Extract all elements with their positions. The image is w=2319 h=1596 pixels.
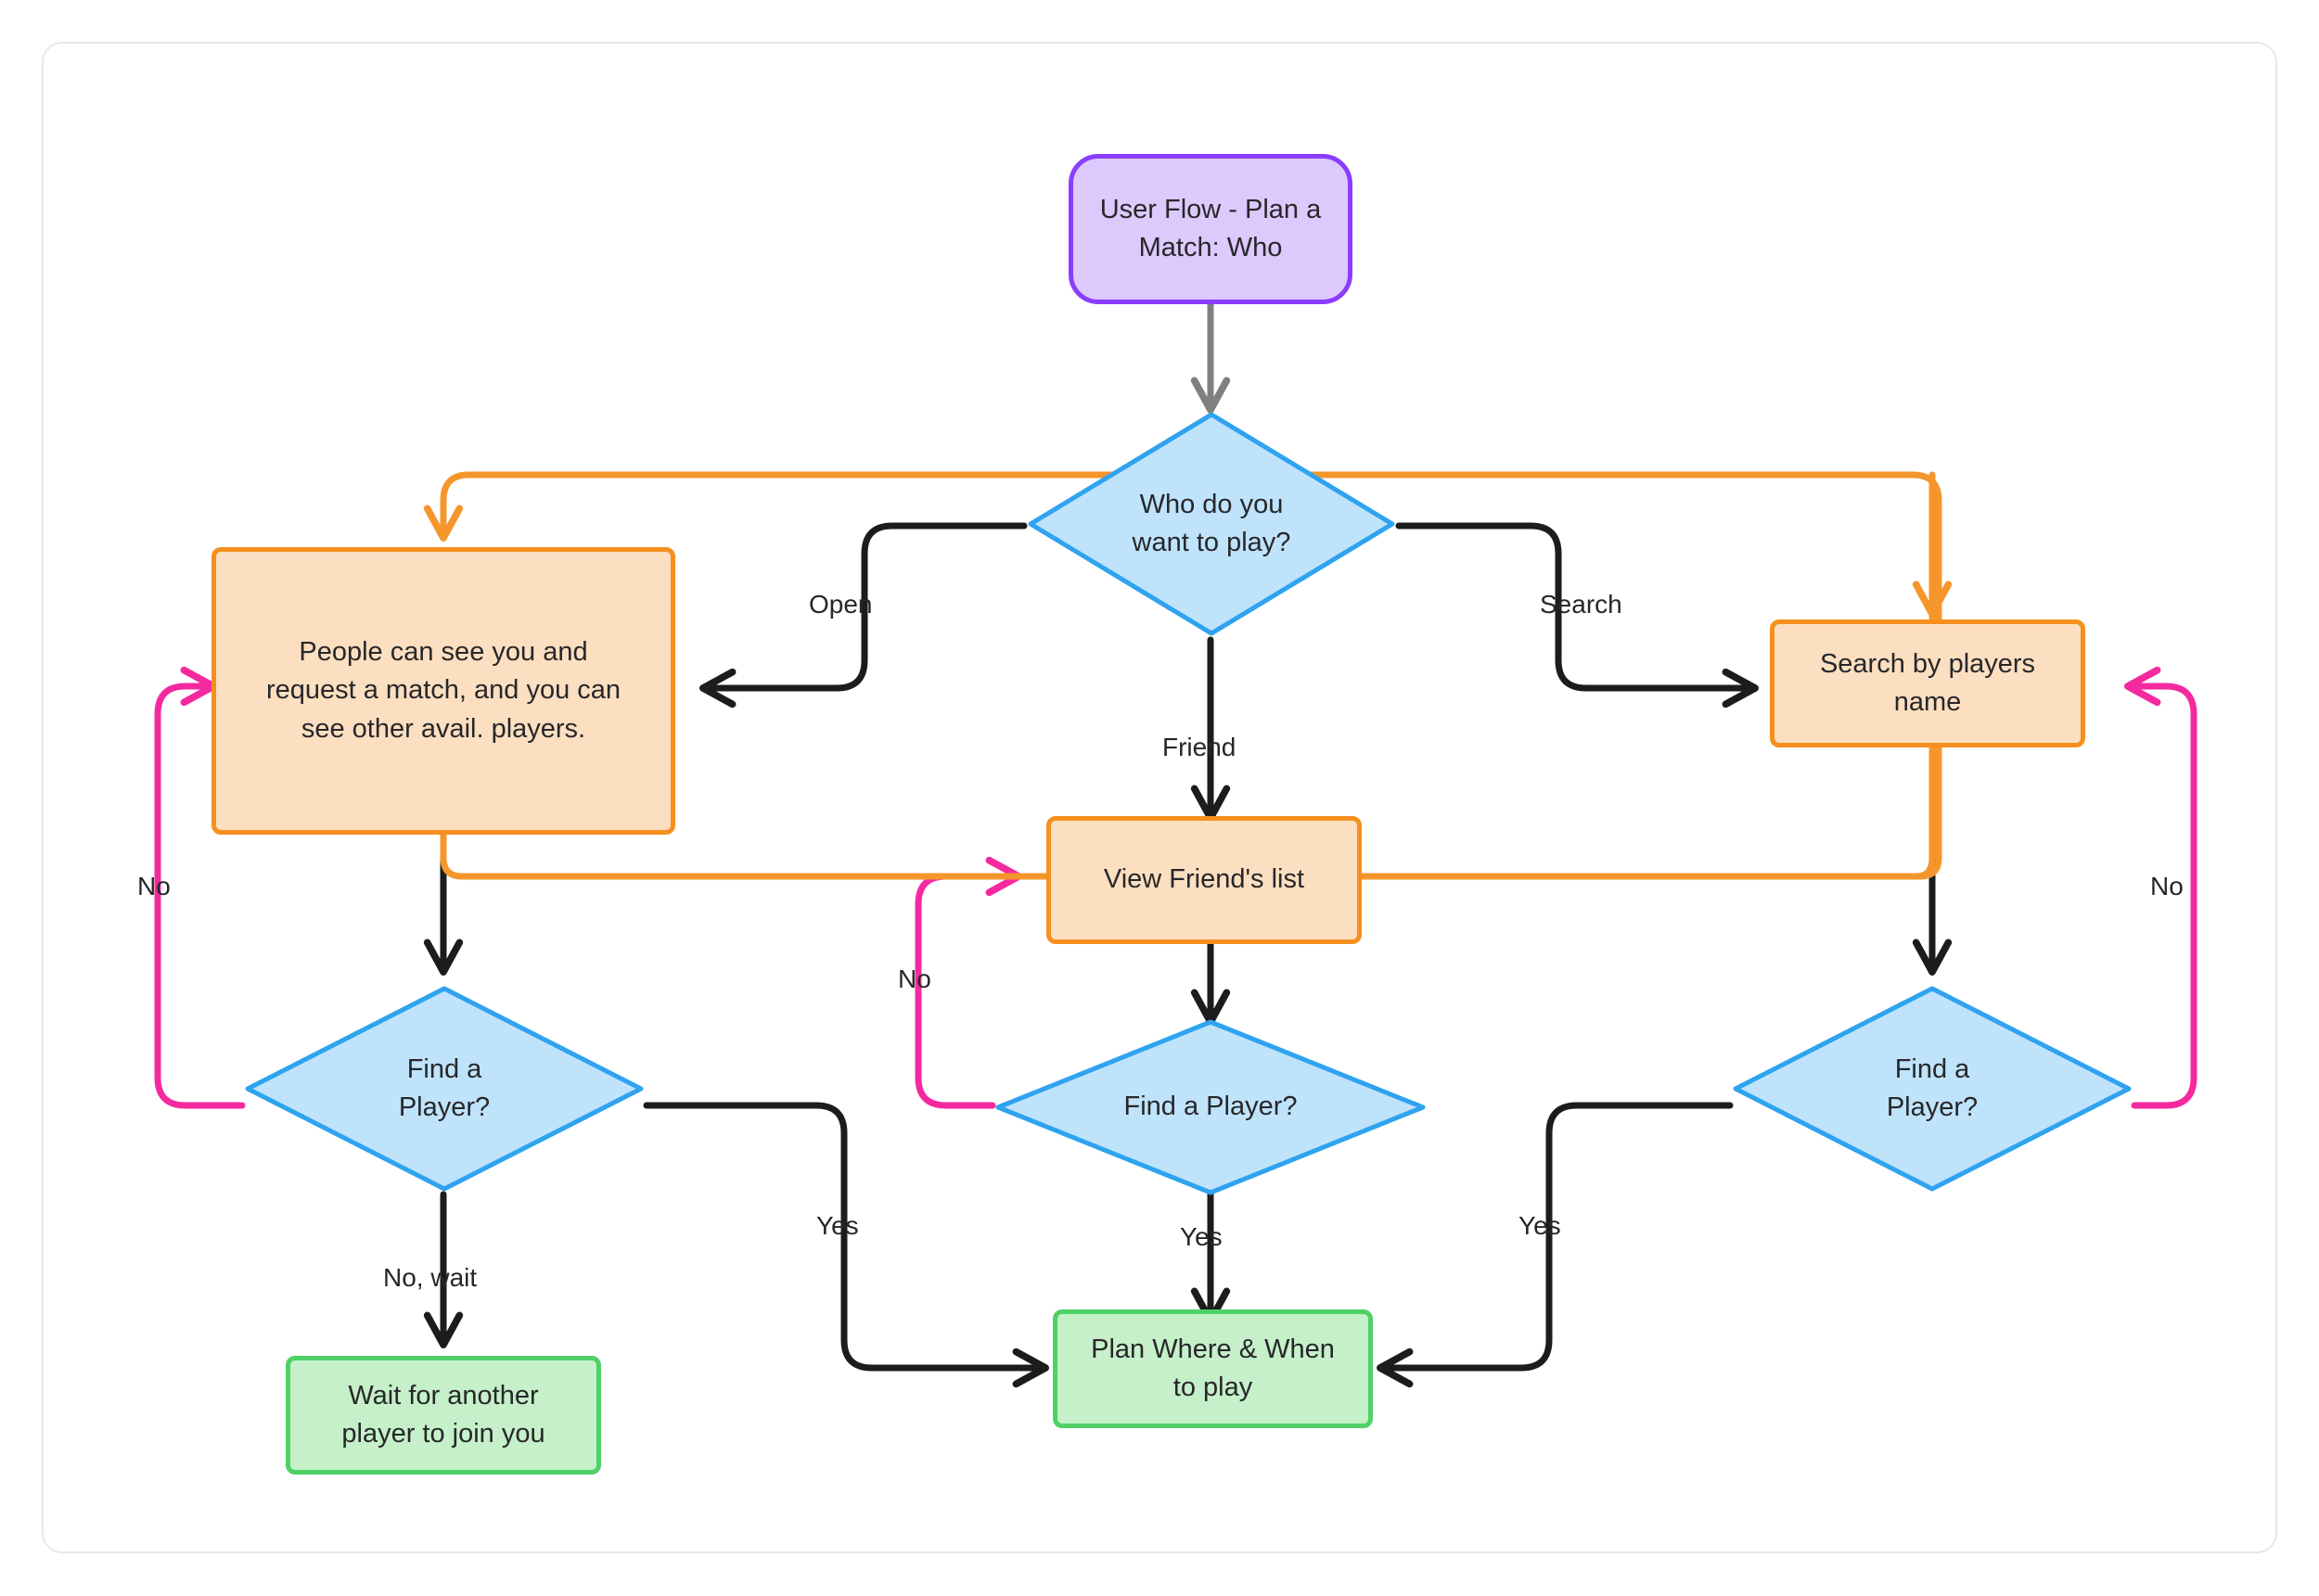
edge-label-no-wait: No, wait [383,1263,478,1292]
node-friend-box-label: View Friend's list [1103,864,1305,895]
node-find-left-decision[interactable]: Find a Player? [242,983,647,1194]
edge-label-open: Open [809,590,873,619]
edge-label-yes-left: Yes [816,1211,859,1240]
edge-label-yes-center: Yes [1180,1222,1223,1251]
node-start-label: User Flow - Plan a Match: Who [1099,194,1322,262]
node-plan-box[interactable]: Plan Where & When to play [1053,1309,1373,1428]
edge-label-no-right: No [2150,872,2184,900]
node-who-label: Who do you want to play? [1132,489,1291,557]
edge-label-no-center: No [898,964,931,993]
node-who-decision[interactable]: Who do you want to play? [1024,408,1399,640]
node-find-right-decision[interactable]: Find a Player? [1730,983,2134,1194]
edge-label-no-left: No [137,872,171,900]
diamond-shape-who [1028,412,1395,636]
node-friend-box[interactable]: View Friend's list [1046,816,1362,944]
node-find-left-label: Find a Player? [398,1053,491,1122]
node-search-box[interactable]: Search by players name [1770,619,2085,747]
diamond-shape-find-right [1733,986,2132,1192]
diamond-shape-find-left [245,986,644,1192]
node-wait-box-label: Wait for another player to join you [341,1380,545,1449]
node-find-center-label: Find a Player? [1123,1092,1298,1122]
node-start[interactable]: User Flow - Plan a Match: Who [1069,154,1352,304]
node-search-box-label: Search by players name [1819,648,2036,717]
node-plan-box-label: Plan Where & When to play [1091,1334,1335,1402]
node-wait-box[interactable]: Wait for another player to join you [286,1356,601,1475]
node-open-box[interactable]: People can see you and request a match, … [211,547,675,835]
node-find-right-label: Find a Player? [1886,1053,1979,1122]
node-find-center-decision[interactable]: Find a Player? [993,1016,1429,1198]
edge-label-search: Search [1540,590,1622,619]
diamond-shape-find-center [995,1019,1426,1195]
edge-label-yes-right: Yes [1518,1211,1561,1240]
node-open-box-label: People can see you and request a match, … [265,637,621,744]
edge-label-friend: Friend [1162,733,1236,761]
